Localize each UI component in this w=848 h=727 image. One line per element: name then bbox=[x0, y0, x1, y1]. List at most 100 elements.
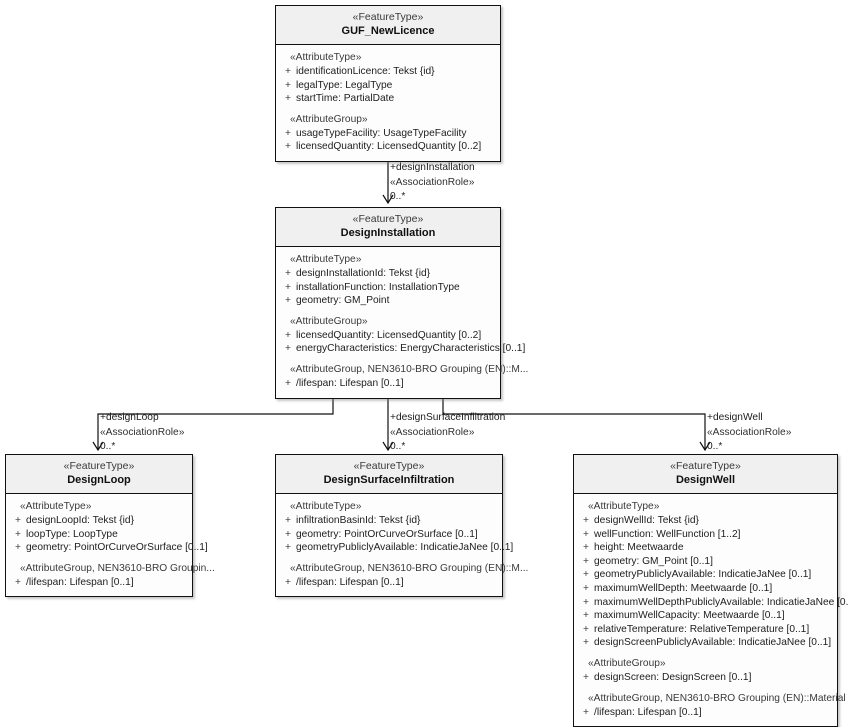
attribute-row[interactable]: +geometryPubliclyAvailable: IndicatieJaN… bbox=[280, 541, 513, 555]
attribute-signature: installationFunction: InstallationType bbox=[296, 281, 460, 293]
attribute-signature: geometry: GM_Point [0..1] bbox=[594, 555, 713, 567]
attribute-signature: height: Meetwaarde bbox=[594, 542, 684, 554]
attribute-signature: wellFunction: WellFunction [1..2] bbox=[594, 528, 741, 540]
attribute-signature: /lifespan: Lifespan [0..1] bbox=[296, 576, 404, 588]
compartment-title: «AttributeType» bbox=[290, 254, 362, 265]
attribute-signature: licensedQuantity: LicensedQuantity [0..2… bbox=[296, 329, 482, 341]
attribute-signature: designInstallationId: Tekst {id} bbox=[296, 268, 431, 279]
compartment-title: «AttributeGroup, NEN3610-BRO Grouping (E… bbox=[290, 363, 529, 375]
attribute-row[interactable]: +/lifespan: Lifespan [0..1] bbox=[10, 576, 188, 590]
attribute-signature: geometryPubliclyAvailable: IndicatieJaNe… bbox=[594, 569, 812, 581]
class-box-design-well[interactable]: «FeatureType» DesignWell «AttributeType»… bbox=[573, 454, 848, 727]
compartment-title: «AttributeType» bbox=[290, 52, 362, 63]
attribute-row[interactable]: + geometryPubliclyAvailable: IndicatieJaN… bbox=[578, 568, 833, 582]
assoc-role-name: +designLoop bbox=[100, 412, 159, 423]
assoc-stereotype: «AssociationRole» bbox=[390, 426, 475, 438]
attribute-row[interactable]: + licensedQuantity: LicensedQuantity [0..… bbox=[280, 140, 496, 154]
assoc-multiplicity: 0..* bbox=[390, 441, 406, 452]
attribute-signature: maximumWellCapacity: Meetwaarde [0..1] bbox=[594, 610, 785, 622]
attribute-visibility: + bbox=[583, 555, 589, 567]
compartment-title: «AttributeType» bbox=[588, 501, 660, 512]
attribute-row[interactable]: +designScreenPubliclyAvailable: Indicati… bbox=[578, 636, 833, 650]
attribute-visibility: + bbox=[583, 637, 589, 649]
attribute-row[interactable]: +legalType: LegalType bbox=[280, 79, 496, 93]
attribute-visibility: + bbox=[285, 343, 291, 355]
class-body: «AttributeType» +infiltrationBasinId: Tek… bbox=[276, 494, 528, 597]
attribute-visibility: + bbox=[285, 268, 291, 279]
assoc-label-design-installation: +designInstallation «AssociationRole» 0.… bbox=[390, 161, 475, 205]
attribute-row[interactable]: +wellFunction: WellFunction [1..2] bbox=[578, 528, 833, 542]
assoc-label-design-well: +designWell «AssociationRole» 0..* bbox=[707, 411, 791, 455]
attribute-signature: usageTypeFacility: UsageTypeFacility bbox=[296, 127, 467, 139]
class-header: «FeatureType» DesignLoop bbox=[6, 455, 192, 494]
compartment-title: «AttributeGroup» bbox=[290, 315, 368, 327]
attribute-row[interactable]: +/lifespan: Lifespan [0..1] bbox=[280, 377, 496, 391]
attribute-row[interactable]: + geometry: GM_Point bbox=[280, 294, 496, 308]
compartment-title: «AttributeType» bbox=[290, 501, 362, 512]
compartment-separator bbox=[280, 356, 496, 363]
attribute-visibility: + bbox=[583, 569, 589, 581]
attribute-visibility: + bbox=[285, 329, 291, 341]
attribute-row[interactable]: + /lifespan: Lifespan [0..1] bbox=[280, 576, 498, 590]
attribute-row[interactable]: +/lifespan: Lifespan [0..1] bbox=[578, 706, 833, 720]
class-box-design-installation[interactable]: «FeatureType» DesignInstallation «Attrib… bbox=[275, 207, 529, 399]
attribute-row[interactable]: +startTime: PartialDate bbox=[280, 92, 496, 106]
attribute-row[interactable]: + height: Meetwaarde bbox=[578, 541, 833, 555]
attribute-visibility: + bbox=[583, 671, 589, 683]
class-box-guf-newlicence[interactable]: «FeatureType» GUF_NewLicence «AttributeT… bbox=[275, 5, 501, 162]
attribute-row[interactable]: +geometry: PointOrCurveOrSurface [0..1] bbox=[10, 541, 208, 555]
attribute-visibility: + bbox=[285, 66, 291, 77]
attribute-row[interactable]: +geometry: PointOrCurveOrSurface [0..1] bbox=[280, 528, 498, 542]
attribute-signature: geometry: GM_Point bbox=[296, 295, 390, 307]
attribute-visibility: + bbox=[15, 542, 21, 554]
attribute-visibility: + bbox=[583, 623, 589, 635]
attribute-row[interactable]: +maximumWellDepth: Meetwaarde [0..1] bbox=[578, 582, 833, 596]
attribute-signature: licensedQuantity: LicensedQuantity [0..2… bbox=[296, 141, 482, 153]
assoc-role-name: +designWell bbox=[707, 412, 763, 423]
class-box-design-loop[interactable]: «FeatureType» DesignLoop «AttributeType»… bbox=[5, 454, 215, 598]
attribute-visibility: + bbox=[285, 295, 291, 307]
assoc-stereotype: «AssociationRole» bbox=[707, 426, 792, 438]
attribute-row[interactable]: + usageTypeFacility: UsageTypeFacility bbox=[280, 127, 496, 141]
attribute-visibility: + bbox=[285, 127, 291, 139]
attribute-row[interactable]: +energyCharacteristics: EnergyCharacteri… bbox=[280, 342, 525, 356]
attribute-signature: /lifespan: Lifespan [0..1] bbox=[26, 576, 134, 588]
class-stereotype: «FeatureType» bbox=[352, 213, 424, 225]
attribute-signature: designScreen: DesignScreen [0..1] bbox=[594, 671, 752, 683]
attribute-row[interactable]: + designScreen: DesignScreen [0..1] bbox=[578, 671, 833, 685]
attribute-visibility: + bbox=[583, 596, 589, 608]
attribute-row[interactable]: + installationFunction: InstallationType bbox=[280, 281, 496, 295]
attribute-row[interactable]: + geometry: GM_Point [0..1] bbox=[578, 555, 833, 569]
attribute-visibility: + bbox=[285, 93, 291, 105]
class-name: GUF_NewLicence bbox=[341, 25, 435, 37]
attribute-row[interactable]: +loopType: LoopType bbox=[10, 528, 188, 542]
class-header: «FeatureType» DesignSurfaceInfiltration bbox=[276, 455, 502, 494]
attribute-signature: maximumWellDepth: Meetwaarde [0..1] bbox=[594, 582, 773, 594]
attribute-visibility: + bbox=[285, 576, 291, 588]
attribute-signature: /lifespan: Lifespan [0..1] bbox=[296, 377, 404, 389]
class-box-design-surface-infiltration[interactable]: «FeatureType» DesignSurfaceInfiltration … bbox=[275, 454, 528, 598]
compartment-separator bbox=[280, 106, 496, 113]
compartment-title: «AttributeGroup» bbox=[588, 657, 666, 669]
attribute-visibility: + bbox=[285, 528, 291, 540]
attribute-row[interactable]: +relativeTemperature: RelativeTemperatur… bbox=[578, 623, 833, 637]
attribute-row[interactable]: +designLoopId: Tekst {id} bbox=[10, 514, 188, 528]
attribute-row[interactable]: + licensedQuantity: LicensedQuantity [0..… bbox=[280, 329, 496, 343]
class-stereotype: «FeatureType» bbox=[670, 460, 741, 472]
attribute-row[interactable]: +identificationLicence: Tekst {id} bbox=[280, 65, 496, 79]
attribute-row[interactable]: +maximumWellCapacity: Meetwaarde [0..1] bbox=[578, 609, 833, 623]
attribute-visibility: + bbox=[15, 528, 21, 540]
attribute-row[interactable]: +maximumWellDepthPubliclyAvailable: Indi… bbox=[578, 596, 848, 610]
attribute-visibility: + bbox=[285, 141, 291, 153]
attribute-visibility: + bbox=[285, 281, 291, 293]
compartment-separator bbox=[280, 308, 496, 315]
class-name: DesignWell bbox=[675, 474, 736, 486]
attribute-visibility: + bbox=[583, 515, 589, 526]
compartment-separator bbox=[10, 555, 188, 562]
attribute-signature: designWellId: Tekst {id} bbox=[594, 515, 699, 526]
attribute-row[interactable]: + designInstallationId: Tekst {id} bbox=[280, 267, 496, 281]
attribute-row[interactable]: + designWellId: Tekst {id} bbox=[578, 514, 833, 528]
attribute-visibility: + bbox=[583, 542, 589, 554]
attribute-row[interactable]: +infiltrationBasinId: Tekst {id} bbox=[280, 514, 498, 528]
